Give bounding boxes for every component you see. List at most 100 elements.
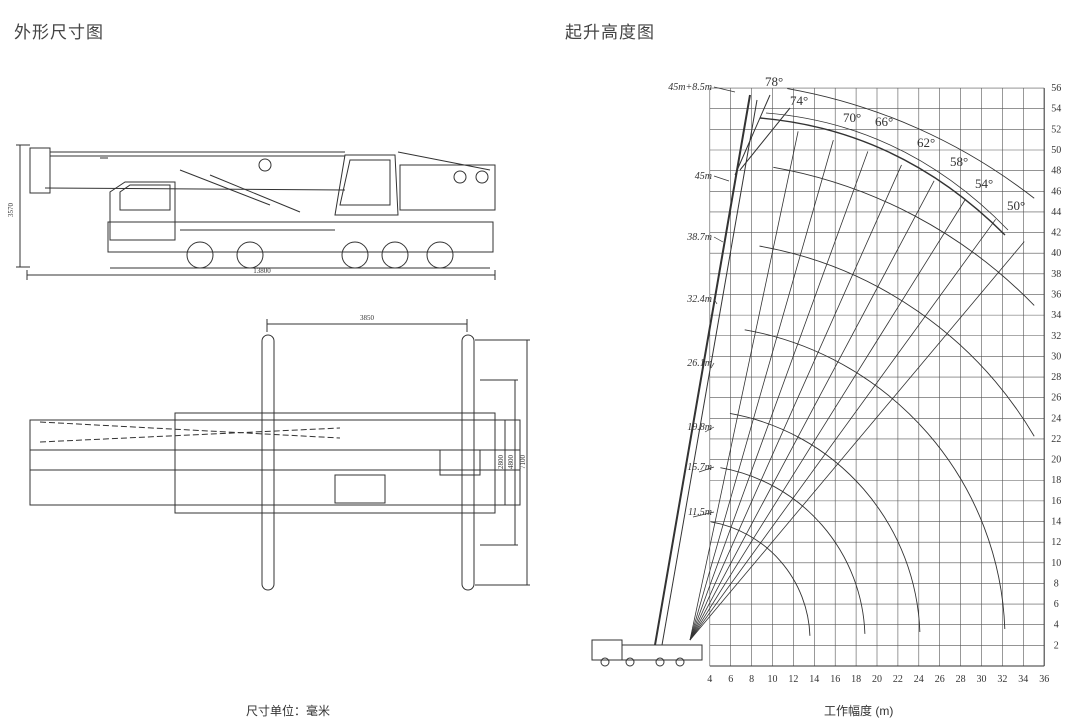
angle-label-1: 74°: [790, 93, 808, 108]
y-tick-label-7: 16: [1051, 496, 1061, 507]
x-tick-label-4: 12: [788, 674, 798, 685]
y-tick-label-1: 4: [1054, 620, 1059, 631]
boom-length-leader-7: [692, 511, 715, 518]
y-tick-label-10: 22: [1051, 434, 1061, 445]
y-tick-label-11: 24: [1051, 413, 1061, 424]
angle-label-6: 54°: [975, 176, 993, 191]
boom-length-arc-15.7: [720, 467, 866, 634]
boom-length-leader-2: [713, 236, 724, 243]
y-tick-label-22: 46: [1051, 186, 1061, 197]
y-tick-label-14: 30: [1051, 351, 1061, 362]
y-tick-label-0: 2: [1054, 640, 1059, 651]
boom-length-arc-11.5: [710, 521, 811, 636]
dimension-drawing-title: 外形尺寸图: [14, 23, 104, 42]
crane-side-view: 3570 13800: [7, 144, 496, 280]
y-tick-label-19: 40: [1051, 248, 1061, 259]
x-tick-label-12: 28: [956, 674, 966, 685]
boom-length-label-6: 15.7m: [687, 462, 712, 473]
y-tick-label-3: 8: [1054, 578, 1059, 589]
length-dimension: 13800: [253, 267, 271, 275]
main-boom-edge: [661, 99, 758, 646]
y-tick-label-24: 50: [1051, 145, 1061, 156]
y-tick-label-16: 34: [1051, 310, 1061, 321]
angle-ray-50: [689, 241, 1025, 641]
boom-length-leader-4: [710, 362, 715, 369]
unit-note: 尺寸单位：毫米: [246, 704, 331, 718]
angle-ray-78: [689, 131, 799, 641]
crane-top-view: 3850 2800 4800 7100: [29, 314, 530, 591]
y-tick-label-15: 32: [1051, 331, 1061, 342]
x-tick-label-7: 18: [851, 674, 861, 685]
x-tick-label-11: 26: [935, 674, 945, 685]
x-tick-label-8: 20: [872, 674, 882, 685]
x-tick-label-13: 30: [977, 674, 987, 685]
y-tick-label-17: 36: [1051, 289, 1061, 300]
height-dimension: 3570: [7, 203, 15, 218]
width-dimension-2: 4800: [507, 455, 515, 470]
x-tick-label-0: 4: [707, 674, 712, 685]
width-dimension-3: 7100: [519, 455, 527, 470]
span-dimension: 3850: [360, 314, 375, 322]
boom-length-label-7: 11.5m: [688, 507, 712, 518]
boom-length-leader-1: [713, 175, 730, 182]
angle-label-5: 58°: [950, 154, 968, 169]
y-tick-label-6: 14: [1051, 517, 1061, 528]
x-tick-label-15: 34: [1018, 674, 1028, 685]
boom-length-arc-32.4: [759, 245, 1035, 437]
boom-length-label-4: 26.1m: [687, 358, 712, 369]
x-tick-label-9: 22: [893, 674, 903, 685]
x-tick-label-6: 16: [830, 674, 840, 685]
chart-truck-body: [621, 644, 703, 661]
y-tick-label-18: 38: [1051, 269, 1061, 280]
x-tick-label-2: 8: [749, 674, 754, 685]
boom-length-leader-5: [704, 426, 715, 433]
boom-length-arc-19.8: [729, 413, 921, 632]
boom-length-leader-3: [713, 298, 718, 305]
y-tick-label-25: 52: [1051, 124, 1061, 135]
boom-length-label-2: 38.7m: [686, 232, 712, 243]
angle-ray-74: [689, 140, 834, 641]
main-boom: [654, 94, 751, 646]
y-tick-label-4: 10: [1051, 558, 1061, 569]
jib-envelope-arc: [759, 117, 1006, 236]
angle-ray-62: [689, 180, 935, 641]
x-tick-label-14: 32: [997, 674, 1007, 685]
angle-ray-54: [689, 219, 996, 641]
rear-outrigger: [461, 334, 475, 591]
x-tick-label-1: 6: [728, 674, 733, 685]
y-tick-label-9: 20: [1051, 455, 1061, 466]
angle-ray-70: [689, 151, 869, 641]
angle-label-0: 78°: [765, 74, 783, 89]
angle-label-7: 50°: [1007, 198, 1025, 213]
boom-length-arc-45: [787, 88, 1035, 199]
boom-length-leader-6: [698, 466, 715, 473]
jib-line: [734, 94, 771, 176]
x-tick-label-5: 14: [809, 674, 819, 685]
operator-cab-top: [334, 474, 386, 504]
boom-length-label-1: 45m: [695, 171, 712, 182]
x-tick-label-10: 24: [914, 674, 924, 685]
jib-line-2: [739, 107, 791, 171]
chart-truck-cab: [591, 639, 623, 661]
x-tick-label-3: 10: [768, 674, 778, 685]
y-tick-label-26: 54: [1051, 104, 1061, 115]
angle-ray-58: [689, 198, 966, 641]
y-tick-label-13: 28: [1051, 372, 1061, 383]
jib-envelope-arc-outer: [765, 112, 1009, 231]
boom-length-label-0: 45m+8.5m: [668, 82, 712, 93]
x-tick-label-16: 36: [1039, 674, 1049, 685]
x-axis-label: 工作幅度 (m): [824, 704, 894, 718]
angle-label-2: 70°: [843, 110, 861, 125]
width-dimension-1: 2800: [497, 455, 505, 470]
boom-length-arc-26.1: [744, 329, 1006, 630]
angle-ray-66: [689, 164, 902, 641]
y-tick-label-8: 18: [1051, 475, 1061, 486]
y-tick-label-20: 42: [1051, 228, 1061, 239]
y-tick-label-2: 6: [1054, 599, 1059, 610]
y-tick-label-27: 56: [1051, 83, 1061, 94]
angle-label-3: 66°: [875, 114, 893, 129]
boom-length-label-5: 19.8m: [687, 422, 712, 433]
boom-length-arc-38.7: [773, 166, 1035, 306]
y-tick-label-21: 44: [1051, 207, 1061, 218]
